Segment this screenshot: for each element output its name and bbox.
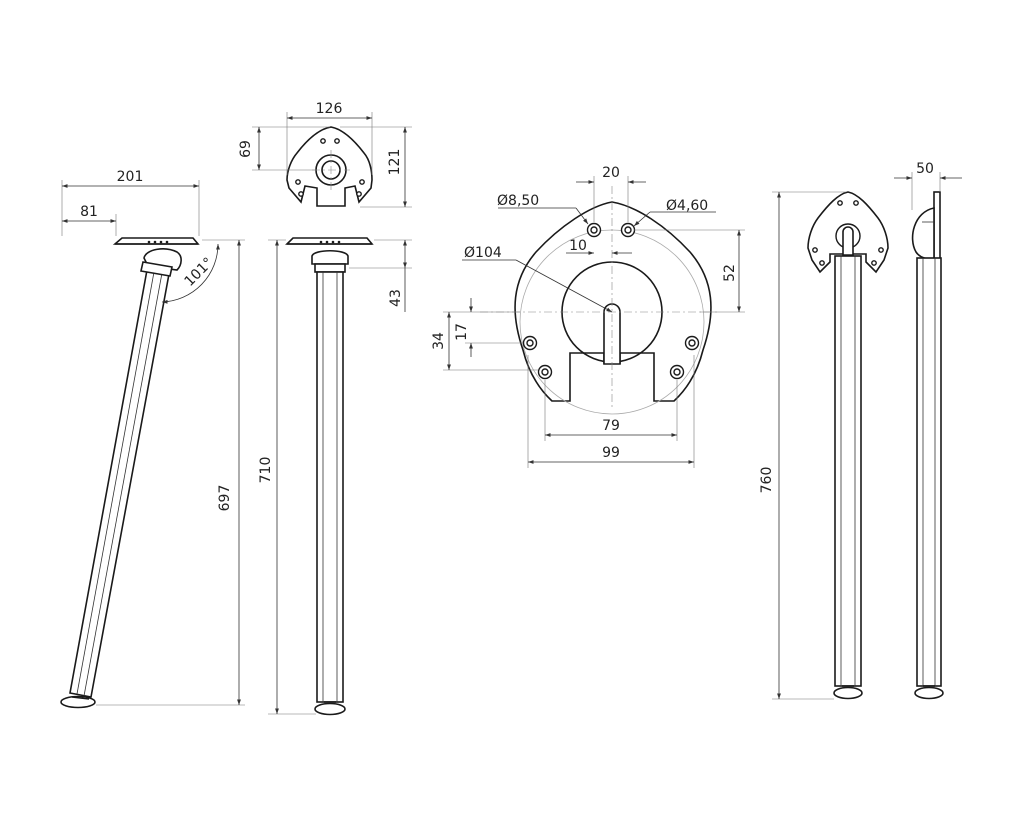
dim-hole-spacing: 20	[602, 165, 620, 181]
dim-angled-offset: 81	[80, 204, 98, 220]
straight-leg-foot	[314, 702, 346, 716]
dim-straight-height: 710	[258, 457, 274, 484]
top-plate-outline	[286, 126, 373, 207]
dim-base-width: 99	[602, 445, 620, 461]
dim-hole-small: Ø4,60	[666, 198, 708, 214]
tall-leg-tube	[834, 255, 862, 687]
dim-plate-width: 126	[316, 101, 343, 117]
dim-straight-mount: 43	[388, 289, 404, 307]
dim-tall-height: 760	[759, 467, 775, 494]
straight-leg-plate	[285, 237, 374, 245]
straight-leg-hinge	[311, 249, 349, 265]
tall-leg-foot	[833, 686, 863, 700]
straight-leg-tube	[316, 271, 344, 703]
dim-plate-height: 121	[387, 149, 403, 176]
angled-leg-plate	[112, 237, 200, 245]
dim-angled-angle: 101°	[182, 255, 217, 290]
tall-leg-front-view: 760	[759, 191, 889, 700]
dim-mount-depth: 50	[916, 161, 934, 177]
dim-angled-width: 201	[117, 169, 144, 185]
tall-leg-side-view: 50	[894, 161, 962, 700]
dim-vertical-offset: 52	[722, 264, 738, 282]
side-ball-joint	[911, 207, 935, 260]
dim-offset-17: 17	[454, 323, 470, 341]
angled-leg-tube	[69, 269, 170, 698]
dim-hole-large: Ø8,50	[497, 193, 539, 209]
side-leg-foot	[914, 686, 944, 700]
angled-leg-view: 201 81 101° 697	[60, 169, 245, 709]
dim-center-offset: 10	[569, 238, 587, 254]
dim-angled-height: 697	[217, 485, 233, 512]
side-mount-plate	[933, 191, 941, 269]
dim-offset-34: 34	[431, 332, 447, 350]
dim-plate-depth: 69	[238, 140, 254, 158]
plate-detail-view: 20 Ø8,50 Ø4,60 10 Ø104 52 34 17 7	[431, 165, 745, 468]
dim-bolt-circle: Ø104	[464, 245, 502, 261]
straight-leg-view: 710 43	[258, 237, 412, 716]
side-leg-tube	[916, 257, 942, 687]
top-plate-view: 126 69 121	[238, 101, 412, 208]
dim-slot-width: 79	[602, 418, 620, 434]
